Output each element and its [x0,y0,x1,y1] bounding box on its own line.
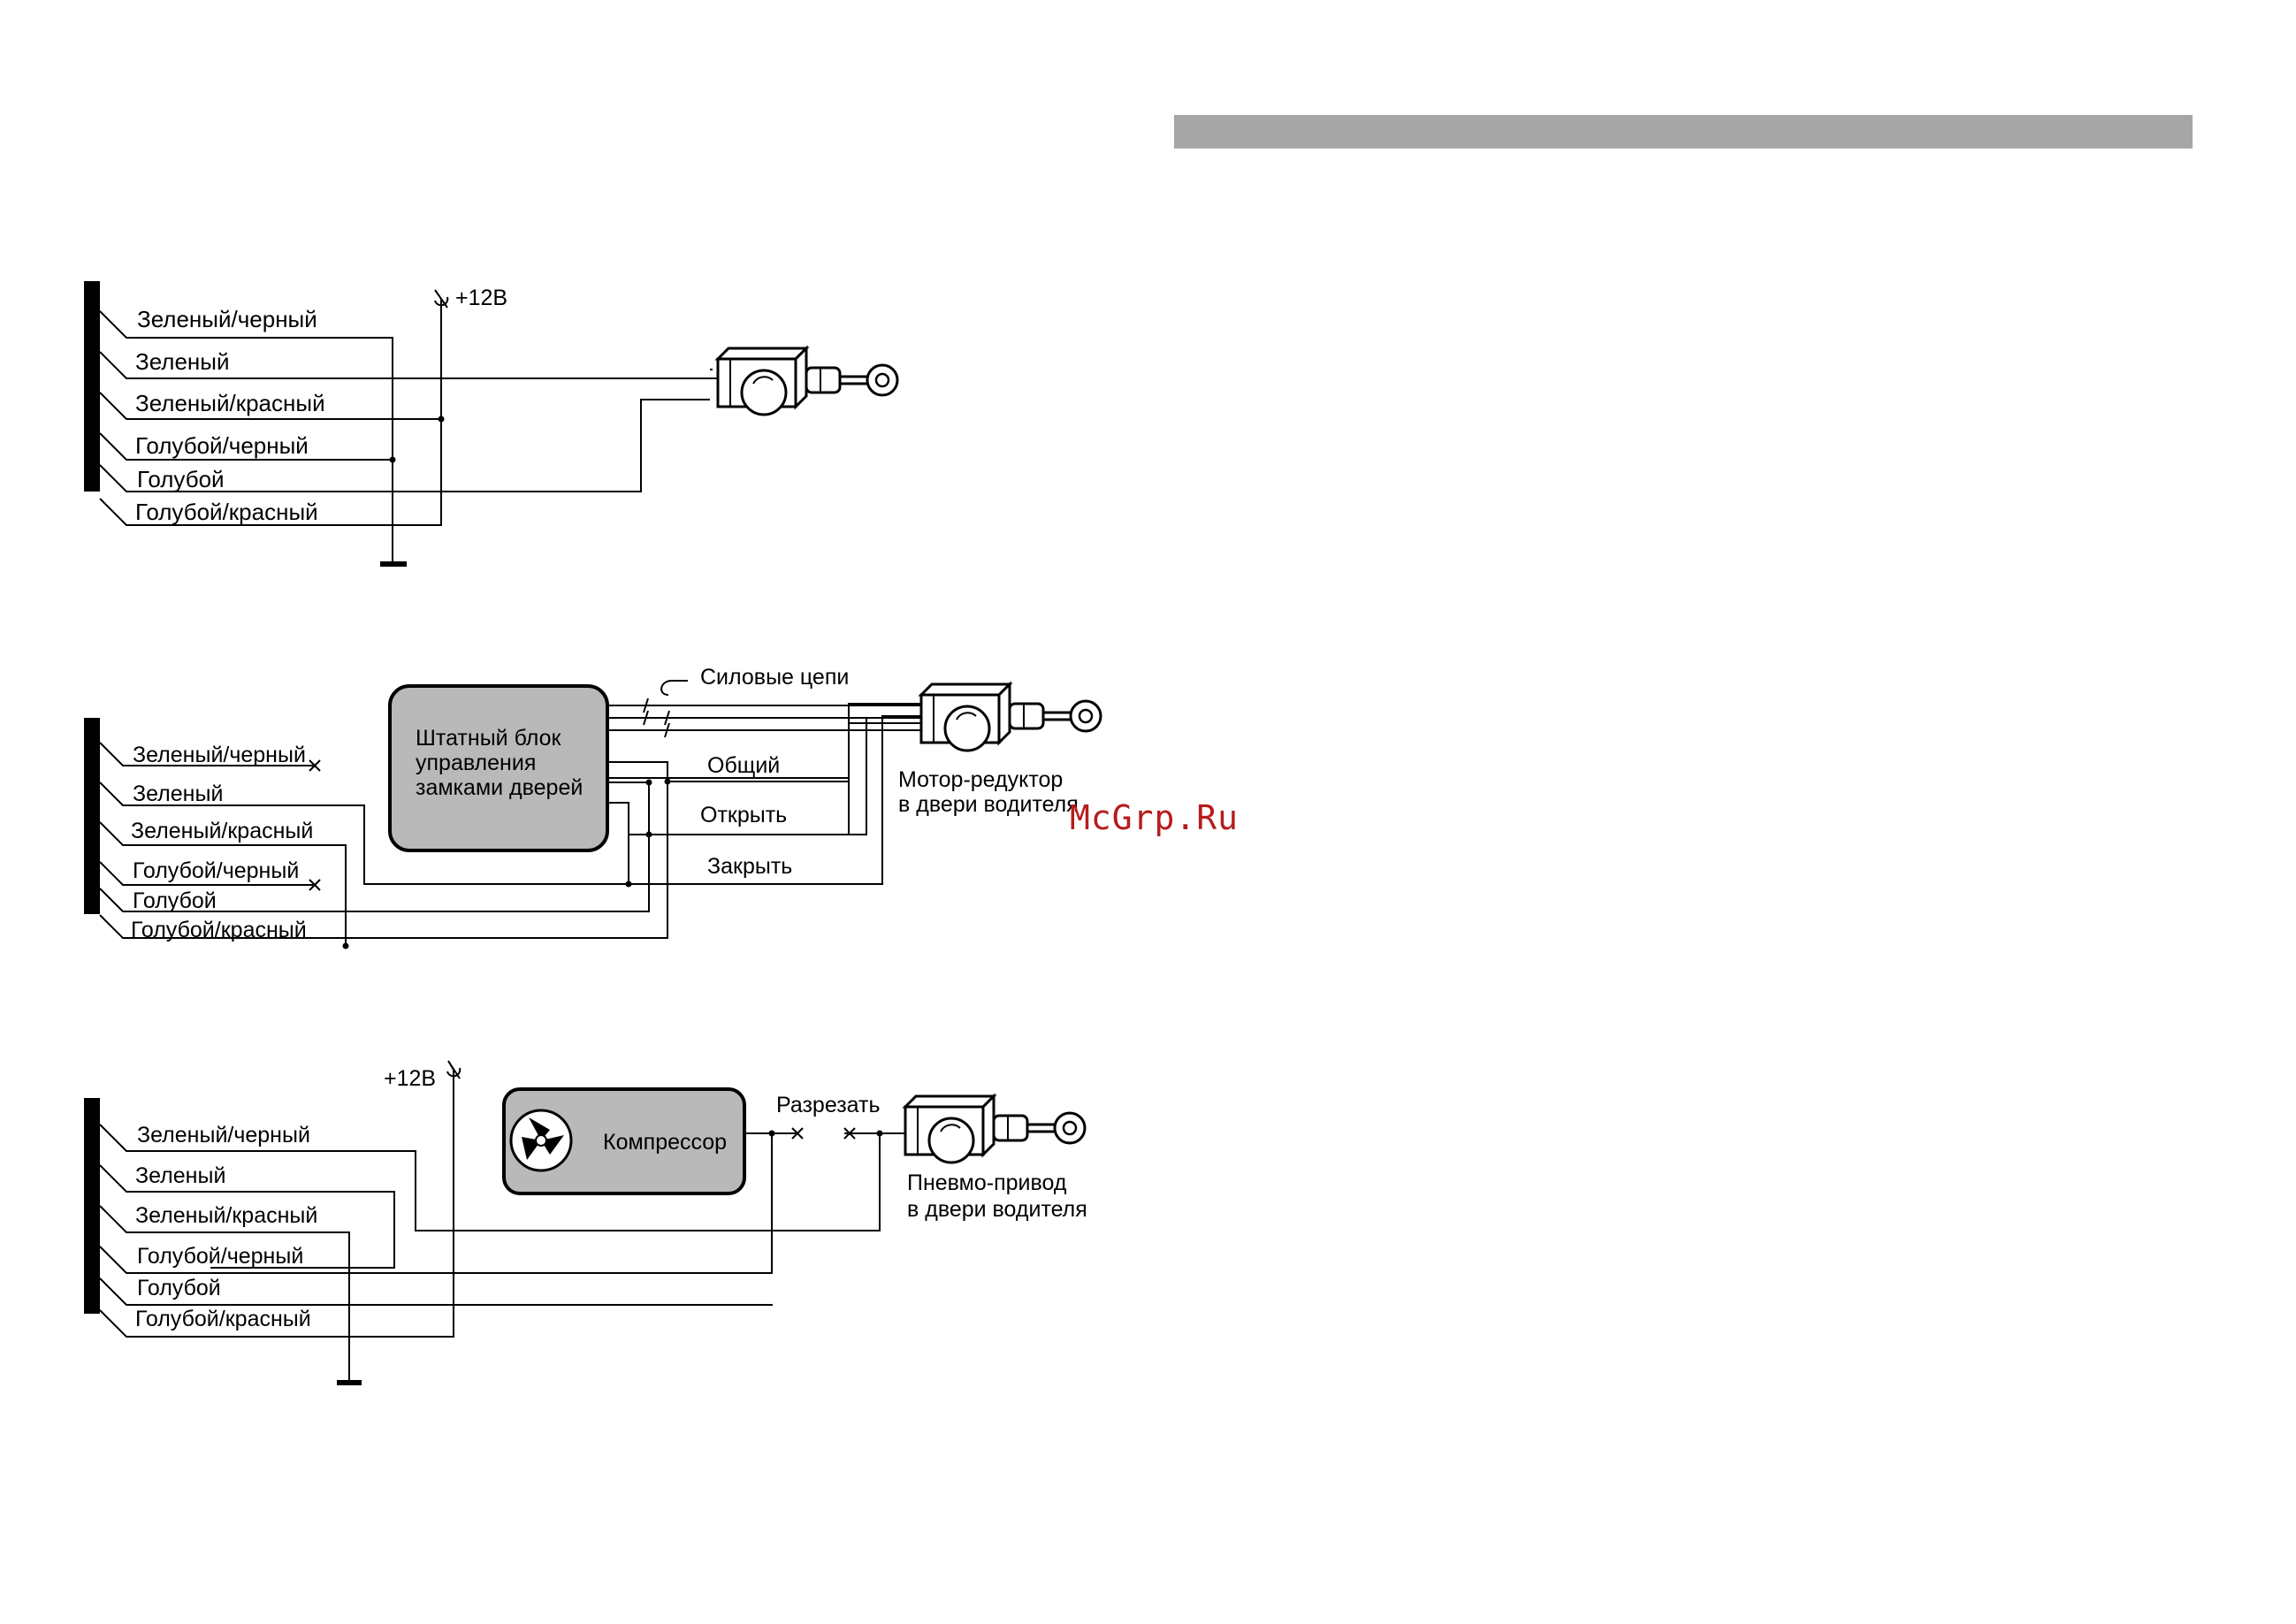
wire-label: Голубой/черный [133,858,299,883]
connector-2 [84,718,100,914]
fan-icon [509,1109,573,1172]
wire-label: Голубой/красный [135,499,318,525]
motor-label: Мотор-редуктор [898,767,1063,792]
wire-label: Голубой [137,466,225,492]
diagram-3: Компрессор +12В Разрезать Пневмо-привод … [84,1060,1087,1385]
wire-label: Голубой/черный [137,1244,303,1269]
factory-lock-module [388,684,609,852]
wire-label: Голубой/красный [131,918,307,942]
wire-label: Голубой/черный [135,432,309,459]
wire-label: Зеленый [135,348,230,375]
wire-label: Голубой [137,1276,221,1300]
supply-label-1: +12В [455,286,507,310]
wire-label: Зеленый/черный [133,743,306,767]
diagram-1: +12В Зеленый/черный Зеленый Зеленый/крас… [84,281,899,567]
wire-label: Зеленый/черный [137,306,317,332]
compressor-unit [502,1087,746,1195]
wire-label: Голубой [133,888,217,913]
pneumatic-actuator-icon [904,1094,1087,1164]
wire-label: Зеленый [135,1163,225,1188]
open-label: Открыть [700,803,787,827]
door-motor-icon [919,682,1102,752]
door-lock-actuator-icon [716,347,899,416]
actuator-label: Пневмо-привод [907,1170,1067,1195]
wire-label: Зеленый/черный [137,1123,310,1147]
wire-label: Зеленый/красный [135,390,325,416]
cut-label: Разрезать [776,1093,880,1117]
close-label: Закрыть [707,854,792,879]
wire-label: Голубой/красный [135,1307,311,1331]
power-circuits-label: Силовые цепи [700,665,849,690]
wire-label: Зеленый/красный [131,819,313,843]
watermark: McGrp.Ru [1070,798,1239,837]
connector-1 [84,281,100,492]
module-label: управления [416,751,536,775]
compressor-label: Компрессор [603,1130,727,1155]
supply-label-3: +12В [384,1066,436,1091]
actuator-label: в двери водителя [907,1197,1087,1222]
module-label: Штатный блок [416,726,562,751]
module-label: замками дверей [416,775,583,800]
header-bar [1174,115,2193,149]
common-label: Общий [707,753,780,778]
motor-label: в двери водителя [898,792,1079,817]
wire-label: Зеленый [133,782,223,806]
connector-3 [84,1098,100,1314]
wire-label: Зеленый/красный [135,1203,317,1228]
diagram-2: Штатный блок управления замками дверей [84,665,1102,949]
